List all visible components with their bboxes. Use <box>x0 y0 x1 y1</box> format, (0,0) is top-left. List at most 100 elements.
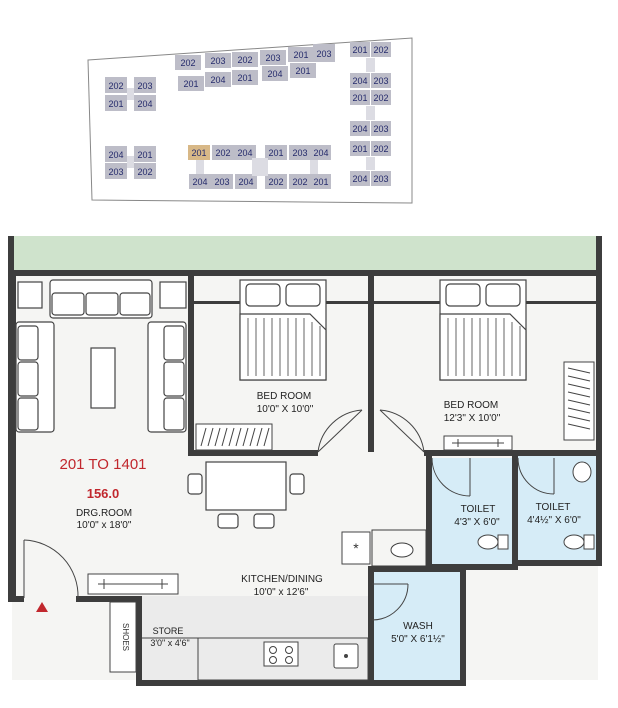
key-unit-label: 201 <box>352 45 367 55</box>
chair-icon <box>253 513 275 529</box>
key-unit-label: 203 <box>137 81 152 91</box>
key-unit <box>265 145 287 160</box>
burner-icon <box>269 656 277 664</box>
key-plan: 202 203 202 203 201 203 201 204 201 204 … <box>87 37 413 204</box>
toilet-doors <box>371 457 555 621</box>
key-unit-label: 204 <box>352 76 367 86</box>
toilet-1-floor <box>430 458 514 568</box>
key-unit <box>134 77 156 93</box>
drawing-room-name: DRG.ROOM <box>76 508 132 519</box>
kitchen-size: 10'0" x 12'6" <box>254 587 309 598</box>
wash-floor <box>372 570 462 680</box>
key-unit <box>205 72 231 87</box>
coffee-table-icon <box>90 347 116 409</box>
wall-wash-top <box>368 566 466 572</box>
tv-console <box>87 573 179 595</box>
chair-icon <box>289 473 305 495</box>
key-unit-highlighted <box>188 145 210 160</box>
key-core <box>366 157 375 170</box>
toilet-2-size: 4'4½" X 6'0" <box>527 515 581 526</box>
wall-bed2-bottom <box>424 450 596 456</box>
key-unit <box>232 52 258 67</box>
key-unit-label: 202 <box>137 167 152 177</box>
key-unit-label: 202 <box>373 45 388 55</box>
wall-shoes-top <box>76 596 142 602</box>
key-unit-label: 204 <box>237 148 252 158</box>
key-unit <box>265 174 287 189</box>
bedroom-1-name: BED ROOM <box>257 391 311 402</box>
wall-right <box>596 236 602 566</box>
wall-entrance-left <box>8 596 24 602</box>
sofa-cushion <box>85 292 119 316</box>
toilet-fixtures <box>477 461 595 550</box>
store-name: STORE <box>153 626 184 636</box>
bedroom-2-name: BED ROOM <box>444 400 498 411</box>
key-unit <box>260 50 286 65</box>
sink-drain-icon <box>344 654 348 658</box>
key-unit-label: 201 <box>108 99 123 109</box>
key-unit-label: 203 <box>214 177 229 187</box>
sofa-cushion <box>51 292 85 316</box>
key-unit <box>212 145 234 160</box>
key-unit <box>311 145 331 160</box>
wall-bed1-left <box>188 276 194 452</box>
bedroom-2-size: 12'3" X 10'0" <box>444 413 501 424</box>
toilet-1-size: 4'3" X 6'0" <box>454 517 500 528</box>
sofa-cushion <box>163 397 185 431</box>
key-unit <box>371 90 391 105</box>
shoe-rack <box>109 601 137 673</box>
key-unit-label: 202 <box>292 177 307 187</box>
key-unit <box>134 163 156 179</box>
key-core <box>366 58 375 72</box>
wall-top <box>8 270 602 276</box>
door-swing <box>517 457 555 495</box>
bed-2 <box>439 279 527 381</box>
key-unit <box>105 95 127 111</box>
key-unit <box>105 146 127 162</box>
pillow-icon <box>245 283 281 307</box>
key-unit <box>371 42 391 57</box>
key-core <box>366 106 375 120</box>
wall-wash-right <box>460 570 466 686</box>
wall-wash-left <box>368 566 374 680</box>
drawing-room-size: 10'0" x 18'0" <box>77 520 132 531</box>
key-unit-label: 203 <box>292 148 307 158</box>
key-unit <box>371 141 391 156</box>
side-table-icon <box>17 281 43 309</box>
key-unit-label: 203 <box>316 49 331 59</box>
key-unit-label: 204 <box>352 124 367 134</box>
key-unit-label: 204 <box>210 75 225 85</box>
key-unit-label: 203 <box>265 53 280 63</box>
toilet-1-name: TOILET <box>461 504 496 515</box>
sofa-set <box>15 279 187 433</box>
burner-icon <box>269 646 277 654</box>
door-leaf <box>379 409 425 453</box>
wc-tank <box>497 534 509 550</box>
key-unit-label: 204 <box>267 69 282 79</box>
key-unit-label: 204 <box>137 99 152 109</box>
sofa-cushion <box>17 361 39 397</box>
key-unit <box>105 77 127 93</box>
key-unit-label: 201 <box>293 50 308 60</box>
key-unit <box>178 76 204 91</box>
key-unit-label: 204 <box>352 174 367 184</box>
wash-name: WASH <box>403 621 433 632</box>
key-unit <box>350 121 370 136</box>
entrance-door <box>23 539 79 599</box>
key-core <box>252 158 268 176</box>
toilet-2-name: TOILET <box>536 502 571 513</box>
key-unit <box>371 73 391 88</box>
door-swing <box>317 409 363 453</box>
bed-blanket <box>239 313 327 381</box>
key-unit <box>350 171 370 186</box>
bed-blanket <box>439 313 527 381</box>
key-unit <box>105 163 127 179</box>
door-swing <box>379 409 425 453</box>
dining-table-icon <box>205 461 287 511</box>
key-tower-right: 201 202 204 203 201 202 204 203 201 202 … <box>350 42 391 186</box>
key-unit <box>350 141 370 156</box>
sofa-cushion <box>17 325 39 361</box>
kitchen-counter <box>197 637 369 681</box>
wall-store-left <box>136 596 142 686</box>
